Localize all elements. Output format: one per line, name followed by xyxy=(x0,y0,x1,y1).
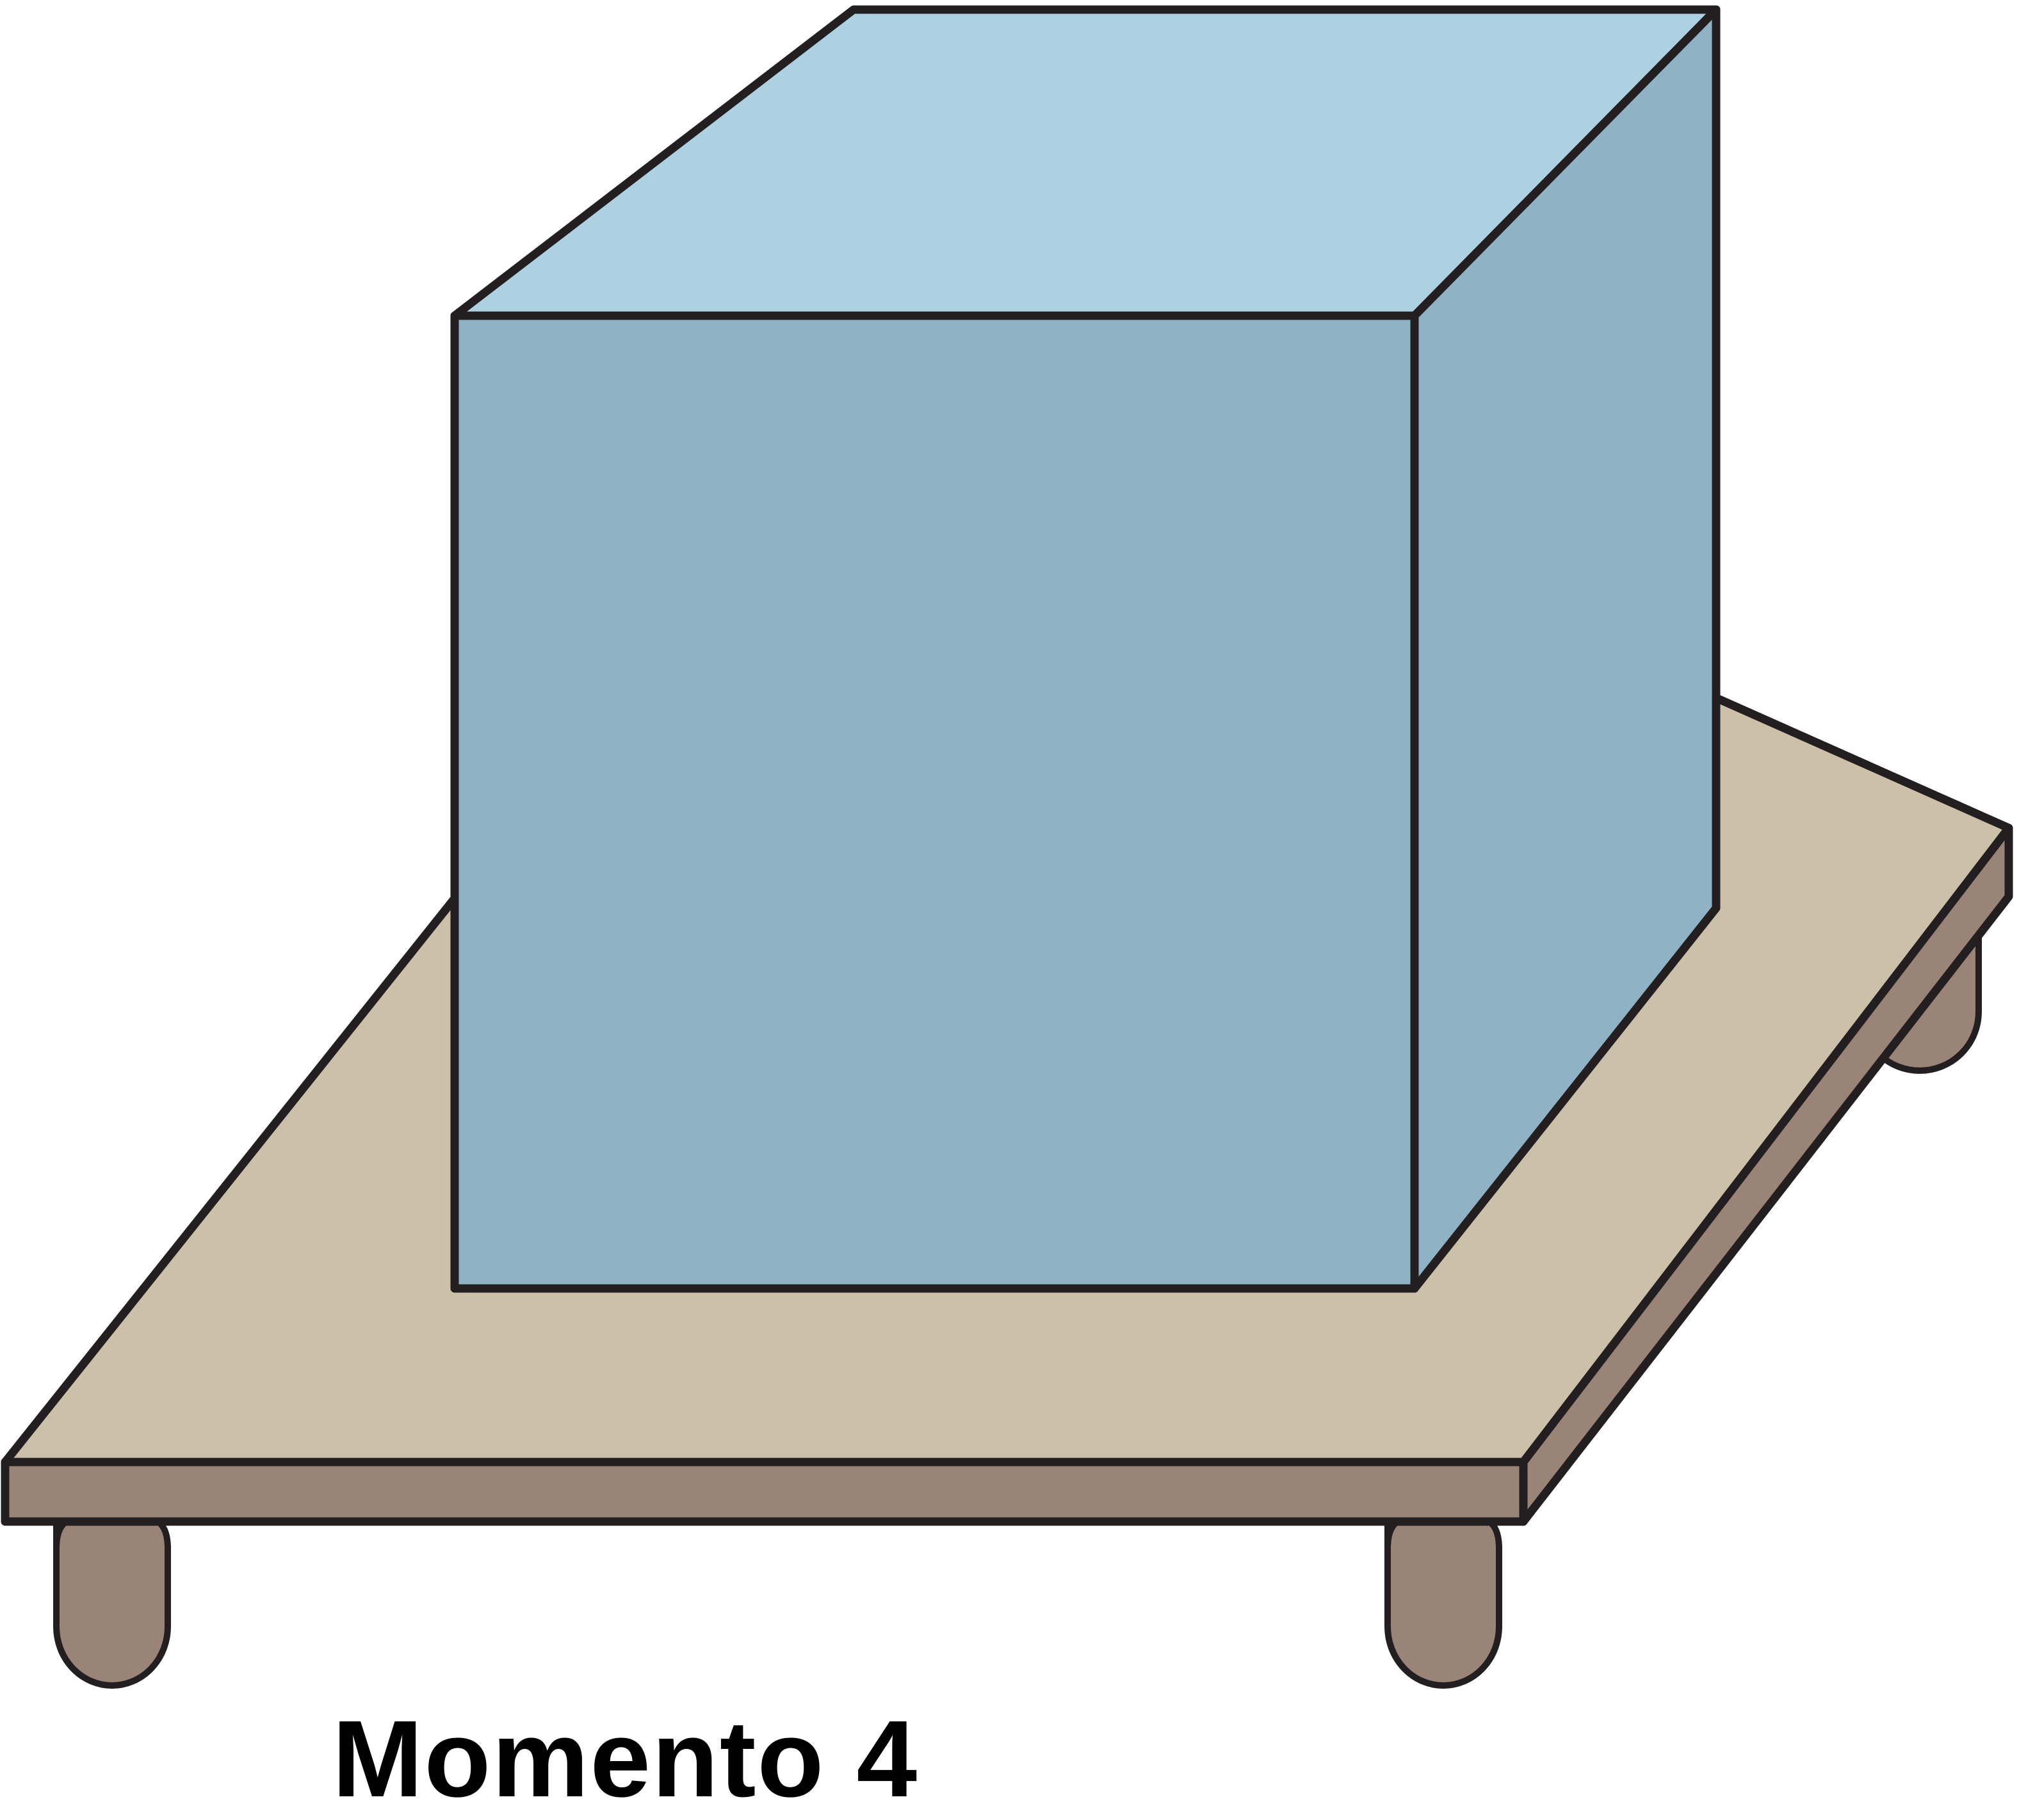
table-leg-front-left xyxy=(53,1518,171,1689)
table-leg-front-right xyxy=(1384,1518,1502,1689)
table-front-edge xyxy=(1,1458,1528,1526)
cube-front-face xyxy=(450,311,1419,1293)
table-right-edge xyxy=(1519,824,2013,1526)
diagram-caption: Momento 4 xyxy=(332,1698,919,1820)
